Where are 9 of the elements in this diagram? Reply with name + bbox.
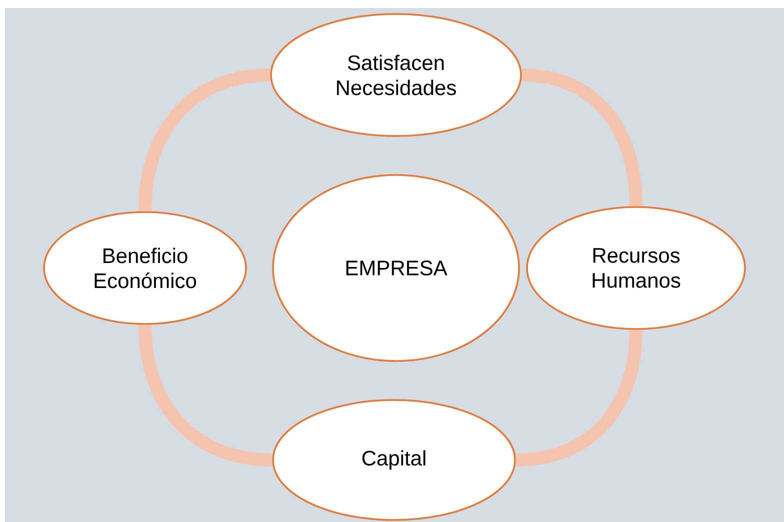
ellipse-node: Beneficio Económico: [43, 211, 247, 325]
ring-arc: [516, 330, 642, 466]
ring-arc: [522, 68, 642, 206]
ellipse-node: Satisfacen Necesidades: [270, 13, 522, 137]
ring-arc: [138, 68, 270, 212]
ellipse-node: Capital: [272, 399, 516, 521]
ellipse-node: Recursos Humanos: [526, 206, 746, 330]
ring-arc: [138, 324, 272, 466]
ellipse-node: EMPRESA: [272, 174, 520, 362]
